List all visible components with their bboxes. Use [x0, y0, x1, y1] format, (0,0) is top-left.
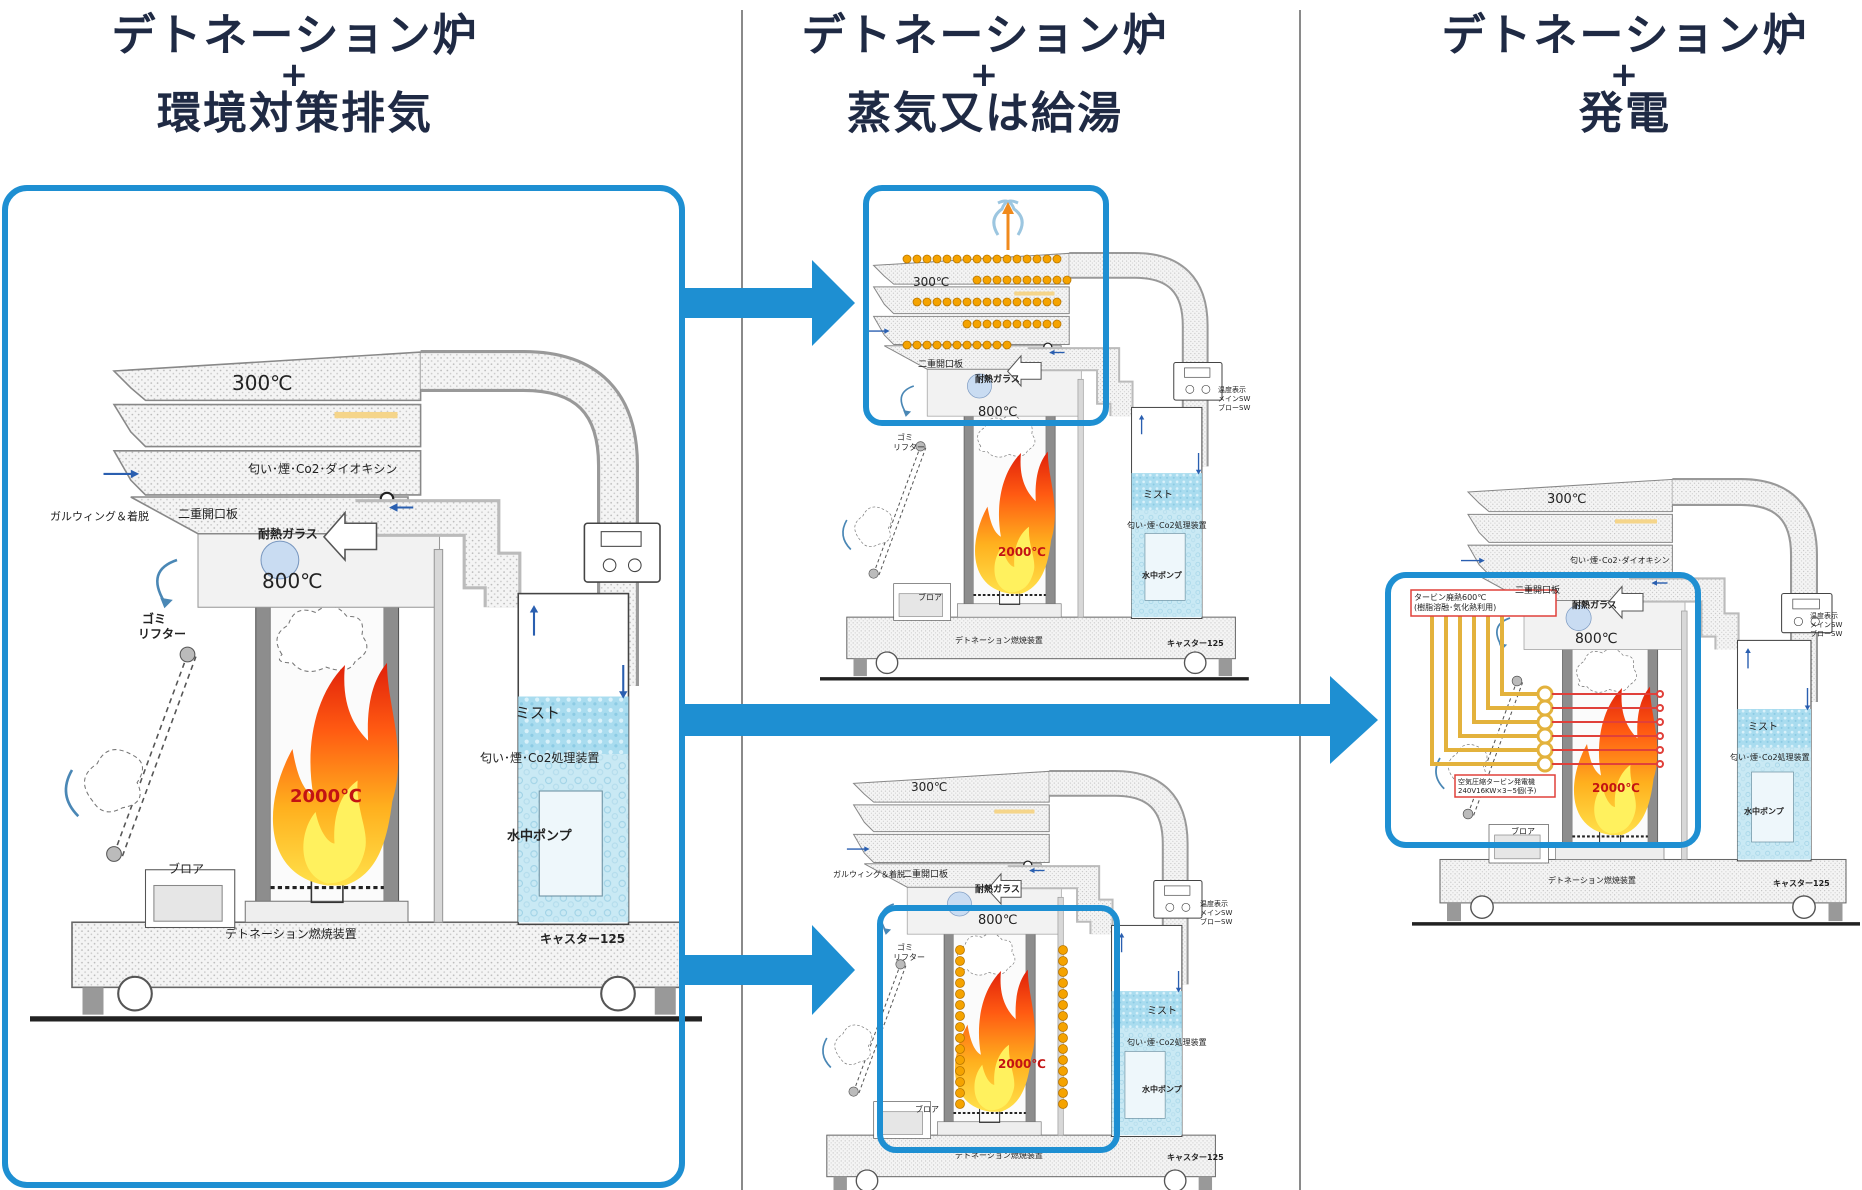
label-power-mist: ミスト: [1748, 722, 1778, 733]
label-steam-caster: キャスター125: [1167, 638, 1224, 648]
label-steam-mist: ミスト: [1143, 490, 1173, 501]
label-power-pump: 水中ポンプ: [1743, 806, 1785, 816]
label-hotwater-trash-lifter: ゴミリフター: [893, 942, 925, 962]
label-hotwater-chamber-temp: 800℃: [978, 913, 1017, 928]
label-hotwater-glass: 耐熱ガラス: [975, 883, 1020, 895]
heading-exhaust-bottom: 環境対策排気: [157, 88, 433, 139]
panel-exhaust: 300℃ 匂い･煙･Co2･ダイオキシン ガルウィング＆着脱 二重開口板 耐熱ガ…: [2, 185, 702, 1188]
turbine-gen-box: [1454, 774, 1556, 798]
water-heater-coils: [955, 945, 1068, 1109]
turbine-heat-box: [1410, 589, 1557, 617]
label-steam-flame-temp: 2000℃: [998, 545, 1046, 559]
heat-exchanger-lines: [1552, 693, 1660, 765]
label-pump: 水中ポンプ: [507, 828, 573, 844]
label-mist: ミスト: [515, 704, 560, 722]
label-turbine-heat: タービン廃熱600℃(樹脂溶融･気化熱利用): [1414, 592, 1496, 612]
heading-power: デトネーション炉 + 発電: [1370, 12, 1862, 138]
label-hotwater-gull-wing: ガルウィング＆着脱: [833, 869, 905, 879]
label-hotwater-pump: 水中ポンプ: [1141, 1084, 1183, 1094]
heading-steam: デトネーション炉 + 蒸気又は給湯: [730, 12, 1240, 138]
arrow-to-hotwater: [683, 925, 855, 1015]
label-hotwater-exhaust-temp: 300℃: [911, 780, 947, 794]
turbine-rotors: [1536, 685, 1554, 773]
arrow-to-power: [683, 676, 1378, 764]
label-steam-blower: ブロア: [918, 592, 942, 602]
label-hotwater-flame-temp: 2000℃: [998, 1057, 1046, 1071]
heading-exhaust: デトネーション炉 + 環境対策排気: [40, 12, 550, 138]
label-power-double-port: 二重開口板: [1515, 584, 1560, 596]
label-glass: 耐熱ガラス: [258, 526, 318, 541]
heading-power-bottom: 発電: [1579, 88, 1671, 139]
label-caster: キャスター125: [540, 932, 625, 946]
label-treatment: 匂い･煙･Co2処理装置: [480, 751, 599, 765]
label-power-caster: キャスター125: [1773, 878, 1830, 888]
label-steam-glass: 耐熱ガラス: [975, 373, 1020, 385]
panel-steam-highlight: [863, 185, 1109, 426]
label-power-treatment: 匂い･煙･Co2処理装置: [1730, 752, 1810, 762]
label-gull-wing: ガルウィング＆着脱: [50, 509, 149, 523]
panel-hotwater: 300℃ ガルウィング＆着脱 二重開口板 耐熱ガラス 800℃ 2000℃ ゴミ…: [800, 771, 1232, 1190]
furnace-illustration-power: [1412, 479, 1860, 923]
heading-steam-top: デトネーション炉: [801, 10, 1169, 61]
divider-right: [1299, 10, 1301, 1190]
heading-exhaust-top: デトネーション炉: [111, 10, 479, 61]
label-exhaust-temp: 300℃: [232, 371, 293, 395]
label-hotwater-burner: デトネーション燃焼装置: [955, 1150, 1043, 1160]
label-double-port: 二重開口板: [178, 507, 238, 521]
label-power-blower: ブロア: [1511, 826, 1535, 836]
label-hotwater-caster: キャスター125: [1167, 1152, 1224, 1162]
label-flame-temp: 2000℃: [290, 786, 362, 807]
label-hotwater-treatment: 匂い･煙･Co2処理装置: [1127, 1037, 1207, 1047]
label-hotwater-double-port: 二重開口板: [903, 868, 948, 880]
furnace-illustration-hotwater: [800, 771, 1229, 1190]
label-steam-exhaust-temp: 300℃: [913, 275, 949, 289]
label-power-burner: デトネーション燃焼装置: [1548, 875, 1636, 885]
heading-exhaust-plus: +: [279, 55, 311, 95]
label-hotwater-mist: ミスト: [1147, 1006, 1177, 1017]
arrow-to-steam: [683, 260, 855, 346]
steam-coils: [902, 254, 1072, 350]
label-power-exhaust-temp: 300℃: [1547, 492, 1586, 507]
heading-steam-bottom: 蒸気又は給湯: [847, 88, 1123, 139]
label-steam-burner: デトネーション燃焼装置: [955, 635, 1043, 645]
furnace-illustration-steam: [820, 253, 1249, 678]
label-steam-chamber-temp: 800℃: [978, 405, 1017, 420]
furnace-illustration-exhaust: [30, 352, 702, 1019]
label-steam-pump: 水中ポンプ: [1141, 570, 1183, 580]
label-power-odor-band: 匂い･煙･Co2･ダイオキシン: [1570, 555, 1670, 565]
heading-power-top: デトネーション炉: [1441, 10, 1809, 61]
label-odor-band: 匂い･煙･Co2･ダイオキシン: [248, 461, 397, 476]
label-power-chamber-temp: 800℃: [1575, 631, 1617, 647]
label-chamber-temp: 800℃: [262, 569, 323, 593]
label-steam-double-port: 二重開口板: [918, 358, 963, 370]
label-power-flame-temp: 2000℃: [1592, 781, 1640, 795]
panel-power-highlight: [1385, 572, 1701, 848]
divider-left: [741, 10, 743, 1190]
heading-steam-plus: +: [969, 55, 1001, 95]
heat-exchanger-nodes: [1656, 690, 1664, 768]
label-steam-treatment: 匂い･煙･Co2処理装置: [1127, 520, 1207, 530]
panel-hotwater-highlight: [877, 905, 1120, 1153]
label-trash-lifter: ゴミリフター: [138, 611, 186, 641]
label-burner: デトネーション燃焼装置: [225, 926, 357, 941]
heading-power-plus: +: [1609, 55, 1641, 95]
turbine-piping: [1430, 612, 1540, 766]
panel-exhaust-frame: [2, 185, 685, 1188]
label-hotwater-blower: ブロア: [915, 1104, 939, 1114]
panel-steam-top: 300℃ 二重開口板 耐熱ガラス 800℃ 2000℃ ゴミリフター ブロア デ…: [820, 185, 1250, 679]
label-power-glass: 耐熱ガラス: [1572, 599, 1617, 611]
label-blower: ブロア: [168, 861, 204, 876]
label-steam-trash-lifter: ゴミリフター: [893, 432, 925, 452]
